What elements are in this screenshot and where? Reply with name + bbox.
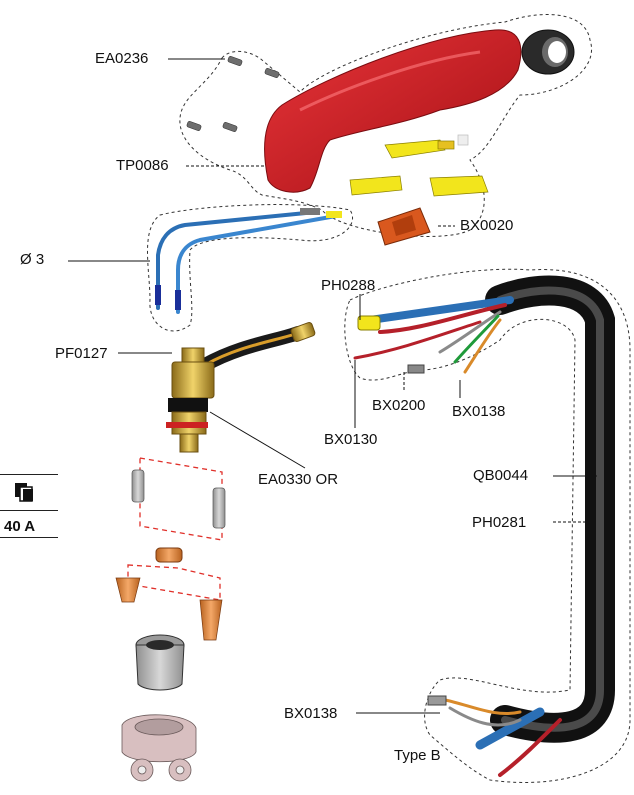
bottom-wires: [427, 695, 562, 777]
label-ph0288: PH0288: [321, 277, 376, 294]
label-bx0200: BX0200: [372, 397, 426, 414]
label-pf0127: PF0127: [55, 345, 108, 362]
parameter-panel: 40 A: [0, 474, 58, 538]
blue-tubes: [155, 208, 342, 314]
label-ea0330-or: EA0330 OR: [258, 471, 339, 488]
label-bx0138-bottom: BX0138: [284, 705, 338, 722]
spacer-guide: [121, 714, 197, 782]
label-ph0281: PH0281: [472, 514, 527, 531]
label-bx0020: BX0020: [460, 217, 514, 234]
torch-handle: [264, 29, 522, 193]
amperage-label: 40 A: [4, 518, 36, 535]
label-diameter-3: Ø 3: [20, 251, 45, 268]
label-tp0086: TP0086: [116, 157, 169, 174]
electrodes: [131, 469, 226, 529]
top-wires: [353, 296, 514, 374]
trigger-parts: [349, 134, 489, 197]
handle-ring: [521, 29, 575, 75]
cable-group-outline: [344, 268, 631, 783]
label-qb0044: QB0044: [473, 467, 529, 484]
label-ea0236: EA0236: [95, 50, 149, 67]
screws: [186, 56, 280, 132]
leader-lines: [68, 58, 597, 714]
label-type-b: Type B: [394, 747, 441, 764]
label-bx0130: BX0130: [324, 431, 378, 448]
torch-cable: [485, 275, 615, 743]
torch-head: [166, 322, 316, 453]
nozzles: [115, 577, 223, 641]
swirl-ring: [155, 547, 183, 563]
shield-cup: [135, 634, 185, 691]
bx0020-part: [377, 207, 431, 246]
handle-group-outline: [147, 14, 593, 332]
label-bx0138-top: BX0138: [452, 403, 506, 420]
stacked-parts-icon: [15, 483, 33, 502]
